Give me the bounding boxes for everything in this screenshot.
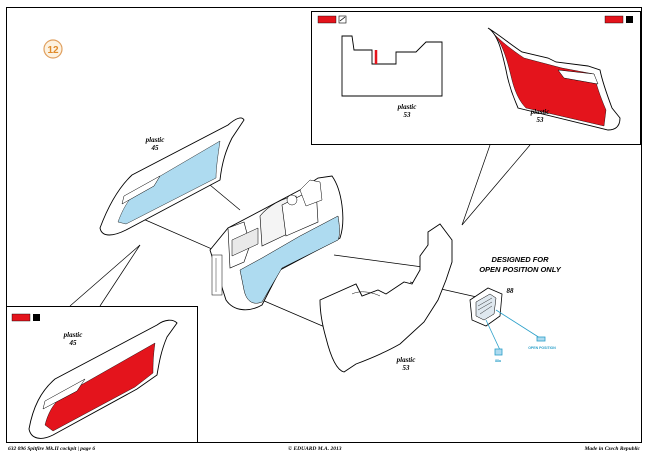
inset-label-plastic-45: plastic xyxy=(63,331,83,339)
inset-label-plastic-1: plastic xyxy=(397,103,417,111)
color-swatch-red-3 xyxy=(11,313,31,322)
label-part-45-upper: 45 xyxy=(151,144,160,152)
step-number: 12 xyxy=(47,45,59,56)
inset-label-45: 45 xyxy=(69,339,78,347)
inset-part-53-drawing: plastic 53 plastic 53 xyxy=(317,15,633,131)
page-footer: 632 096 Spitfire Mk.II cockpit | page 6 … xyxy=(8,446,642,456)
label-plastic-53-lower: plastic xyxy=(396,356,416,364)
panel-curved-red xyxy=(493,33,607,127)
inset-label-plastic-2: plastic xyxy=(530,108,550,116)
callout-open-position: OPEN POSITION xyxy=(528,346,556,350)
part-88-photoetch xyxy=(469,287,503,327)
footer-left: 632 096 Spitfire Mk.II cockpit | page 6 xyxy=(8,446,96,452)
paint-icon-filled xyxy=(626,16,633,23)
panel-flat-outline xyxy=(341,35,443,97)
footer-center: © EDUARD M.A. 2013 xyxy=(288,446,342,452)
inset-label-53-2: 53 xyxy=(537,116,545,124)
note-line-2: OPEN POSITION ONLY xyxy=(479,265,562,274)
part-45-upper xyxy=(99,117,245,236)
callout-88a: 88a xyxy=(495,359,501,363)
cockpit-assembly xyxy=(209,175,344,311)
inset-part-45-drawing: plastic 45 xyxy=(11,313,178,439)
panel-45-red xyxy=(44,342,156,432)
step-badge: 12 xyxy=(43,39,63,59)
part-53-lower xyxy=(319,223,453,373)
page-frame xyxy=(6,7,642,443)
label-plastic-45-upper: plastic xyxy=(145,136,165,144)
footer-right: Made in Czech Republic xyxy=(584,446,640,452)
note-line-1: DESIGNED FOR xyxy=(491,255,549,264)
color-swatch-red xyxy=(317,15,337,24)
inset-part-53: plastic 53 plastic 53 xyxy=(311,11,641,145)
color-swatch-red-2 xyxy=(604,15,624,24)
inset-part-45: plastic 45 xyxy=(6,306,198,443)
label-part-88: 88 xyxy=(507,287,515,295)
inset-label-53-1: 53 xyxy=(404,111,412,119)
label-part-53-lower: 53 xyxy=(403,364,411,372)
photoetch-leaders xyxy=(485,309,546,356)
paint-icon-filled-2 xyxy=(33,314,40,321)
